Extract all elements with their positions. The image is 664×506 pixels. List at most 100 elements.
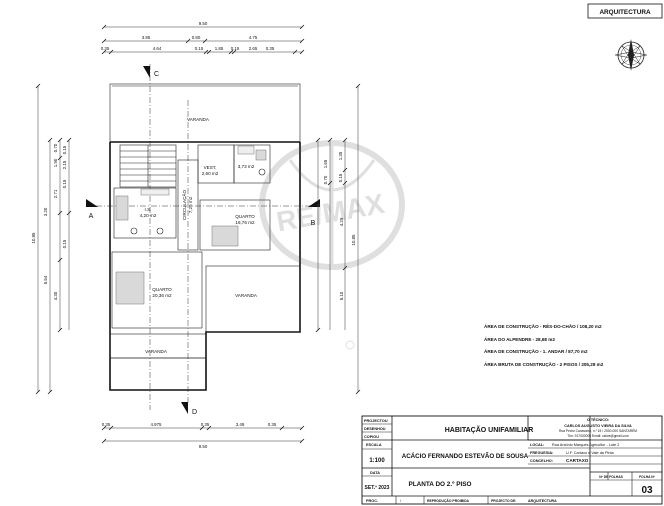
area-line-2: ÁREA DO ALPENDRE - 28,68 m2 xyxy=(484,336,555,342)
svg-text:Rua Pedro Canavarro, n.º 15 /: Rua Pedro Canavarro, n.º 15 / 2000-000 S… xyxy=(559,428,637,433)
svg-text:CARTAXO: CARTAXO xyxy=(566,458,589,463)
veranda-top-label: VARANDA xyxy=(187,117,210,122)
svg-text:CARLOS AUGUSTO VIEIRA DA SILVA: CARLOS AUGUSTO VIEIRA DA SILVA xyxy=(564,424,632,428)
svg-text:0.70: 0.70 xyxy=(323,175,328,184)
svg-text:16,76 m2: 16,76 m2 xyxy=(235,220,255,225)
veranda-right xyxy=(205,265,301,333)
svg-text:CONCELHO:: CONCELHO: xyxy=(530,459,553,463)
svg-text:ESCALA: ESCALA xyxy=(366,443,382,447)
svg-text:4.30: 4.30 xyxy=(53,291,58,300)
svg-text:2,60 m2: 2,60 m2 xyxy=(202,171,219,176)
vestibule xyxy=(197,144,235,184)
svg-text:O TÉCNICO:: O TÉCNICO: xyxy=(587,417,609,422)
svg-text:4.975: 4.975 xyxy=(151,422,163,427)
section-marker-b: B xyxy=(308,199,320,227)
svg-text:0.15: 0.15 xyxy=(62,239,67,248)
svg-text:FREGUESIA:: FREGUESIA: xyxy=(530,451,553,455)
section-marker-a: A xyxy=(86,199,316,220)
wc-room xyxy=(113,187,177,239)
dimensions-bottom: 0.35 4.975 0.35 3.49 0.35 9.50 xyxy=(101,422,305,449)
svg-text:I.S.: I.S. xyxy=(145,207,152,212)
area-line-1: ÁREA DE CONSTRUÇÃO - RÉS-DO-CHÃO / 108,2… xyxy=(484,322,602,329)
dimensions-right: 1.65 4.29 5.10 10.85 1.35 0.15 0.70 xyxy=(315,83,361,395)
svg-text:VARANDA: VARANDA xyxy=(235,293,258,298)
svg-text:5.10: 5.10 xyxy=(339,291,344,300)
svg-text:LOCAL:: LOCAL: xyxy=(530,443,544,447)
hallway xyxy=(177,159,199,251)
svg-text:FOLHA Nº: FOLHA Nº xyxy=(639,475,656,479)
svg-text:3.49: 3.49 xyxy=(236,422,245,427)
svg-text:0.35: 0.35 xyxy=(266,46,275,51)
svg-text:1.65: 1.65 xyxy=(323,159,328,168)
svg-text:PROC.: PROC. xyxy=(366,499,378,503)
svg-text:PROJECTO DE:: PROJECTO DE: xyxy=(491,499,516,503)
svg-text:2.15: 2.15 xyxy=(62,160,67,169)
svg-text:3.95: 3.95 xyxy=(142,35,151,40)
dimensions-left: 3.20 5.54 10.85 0.70 1.90 2.71 4.30 0.15… xyxy=(31,83,72,395)
svg-text:0.35: 0.35 xyxy=(201,422,210,427)
dimensions-top: 9.50 3.95 0.80 4.75 0.35 4.64 0.15 1.85 … xyxy=(101,21,305,55)
svg-text:REPRODUÇÃO PROIBIDA: REPRODUÇÃO PROIBIDA xyxy=(427,498,470,503)
sheet-number: 03 xyxy=(641,485,653,496)
bedroom-1 xyxy=(199,199,271,251)
svg-text:QUARTO: QUARTO xyxy=(152,287,172,292)
svg-text:D: D xyxy=(192,409,197,416)
svg-text:QUARTO: QUARTO xyxy=(235,214,255,219)
discipline-box xyxy=(587,3,663,19)
svg-text:DATA: DATA xyxy=(370,471,380,475)
svg-text:3.20: 3.20 xyxy=(43,207,48,216)
section-marker-d: D xyxy=(181,402,197,416)
area-summary: ÁREA DE CONSTRUÇÃO - RÉS-DO-CHÃO / 108,2… xyxy=(484,322,604,367)
svg-text:0.15: 0.15 xyxy=(231,46,240,51)
section-marker-c: C xyxy=(143,64,159,410)
svg-text:0.35: 0.35 xyxy=(102,422,111,427)
svg-text:B: B xyxy=(311,220,316,227)
svg-text:7,25 m2: 7,25 m2 xyxy=(188,196,193,213)
svg-text:VARANDA: VARANDA xyxy=(145,349,168,354)
svg-text:COPIOU: COPIOU xyxy=(364,435,379,439)
title-block: PROJECTOU DESENHOU COPIOU ESCALA 1:100 D… xyxy=(361,415,663,505)
date-value: SET.º 2023 xyxy=(365,485,390,491)
watermark-logo: RE/MAX xyxy=(259,140,405,350)
project-title: HABITAÇÃO UNIFAMILIAR xyxy=(445,425,534,434)
svg-text:A: A xyxy=(89,213,94,220)
svg-text:0.70: 0.70 xyxy=(53,143,58,152)
svg-text:2.65: 2.65 xyxy=(249,46,258,51)
svg-text:9.50: 9.50 xyxy=(199,21,208,26)
svg-text:4,20 m2: 4,20 m2 xyxy=(140,213,157,218)
svg-text:20,36 m2: 20,36 m2 xyxy=(152,293,172,298)
svg-text:ARQUITECTURA: ARQUITECTURA xyxy=(528,499,557,503)
svg-text:0.15: 0.15 xyxy=(62,145,67,154)
svg-text:Rua António Marqués Agricultor: Rua António Marqués Agricultor - Lote 2 xyxy=(552,443,619,447)
area-line-4: ÁREA BRUTA DE CONSTRUÇÃO - 2 PISOS / 205… xyxy=(484,361,604,367)
svg-text:0.80: 0.80 xyxy=(192,35,201,40)
svg-text:Nº DE FOLHAS: Nº DE FOLHAS xyxy=(599,475,623,479)
veranda-top xyxy=(109,83,301,143)
svg-text:C: C xyxy=(154,71,159,78)
north-arrow-icon xyxy=(614,39,648,71)
svg-text:U.F. Cartaxo e Vale da Pinta: U.F. Cartaxo e Vale da Pinta xyxy=(566,451,615,455)
drawing-title: PLANTA DO 2.º PISO xyxy=(408,481,471,488)
svg-text:9.50: 9.50 xyxy=(199,444,208,449)
bedroom-2 xyxy=(111,251,203,329)
svg-text:0.35: 0.35 xyxy=(101,46,110,51)
svg-text:0.15: 0.15 xyxy=(62,179,67,188)
discipline-label: ARQUITECTURA xyxy=(599,9,651,16)
svg-text:0.15: 0.15 xyxy=(195,46,204,51)
svg-text:3,73 m2: 3,73 m2 xyxy=(238,164,255,169)
svg-text:5.54: 5.54 xyxy=(43,275,48,284)
floor-plan: VARANDA I.S. 4,20 m2 CIRCULAÇÃO 7,25 m2 xyxy=(109,83,301,391)
svg-text:1.90: 1.90 xyxy=(53,158,58,167)
svg-text:0.35: 0.35 xyxy=(268,422,277,427)
veranda-bottom xyxy=(109,333,207,359)
svg-text:10.85: 10.85 xyxy=(351,234,356,246)
svg-text:/: / xyxy=(400,499,402,503)
svg-text:VEST.: VEST. xyxy=(204,165,217,170)
scale-value: 1:100 xyxy=(369,458,385,464)
svg-text:4.75: 4.75 xyxy=(249,35,258,40)
svg-text:2.71: 2.71 xyxy=(53,189,58,198)
area-line-3: ÁREA DE CONSTRUÇÃO - 1. ANDAR / 87,70 m2 xyxy=(484,348,588,354)
svg-text:4.64: 4.64 xyxy=(153,46,162,51)
svg-text:CIRCULAÇÃO: CIRCULAÇÃO xyxy=(181,190,187,221)
